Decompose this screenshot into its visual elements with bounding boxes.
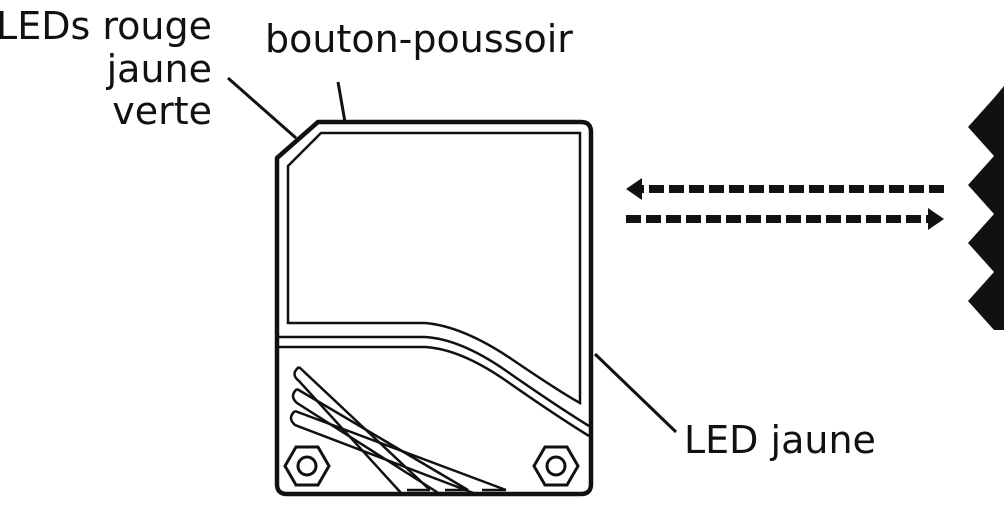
ventilation-slots <box>289 366 507 496</box>
vent-slot <box>291 388 441 496</box>
leds-label-line3: verte <box>112 89 212 133</box>
vent-slot <box>293 366 403 495</box>
sensor-outline <box>274 119 594 497</box>
vent-slot <box>294 409 507 492</box>
push-button-leader-line <box>336 81 347 123</box>
sensor-body <box>274 119 594 497</box>
led-yellow-label: LED jaune <box>684 418 876 462</box>
leds-label-line1: LEDs rouge <box>0 4 212 48</box>
dashed-arrow-right-icon <box>626 208 944 230</box>
mounting-nut-left <box>283 445 331 487</box>
vent-slot <box>289 410 477 496</box>
leds-leader-line <box>227 76 297 140</box>
mounting-nut-right <box>532 445 580 487</box>
separator-line-2 <box>279 345 590 438</box>
vent-slot <box>296 387 469 492</box>
separator-line-1 <box>279 335 590 428</box>
leds-label-line2: jaune <box>106 47 212 91</box>
push-button-label: bouton-poussoir <box>265 17 573 61</box>
led-yellow-leader-line <box>593 352 678 434</box>
display-window <box>286 131 582 406</box>
dashed-arrow-left-icon <box>626 178 944 200</box>
reflector-icon <box>968 86 1004 330</box>
